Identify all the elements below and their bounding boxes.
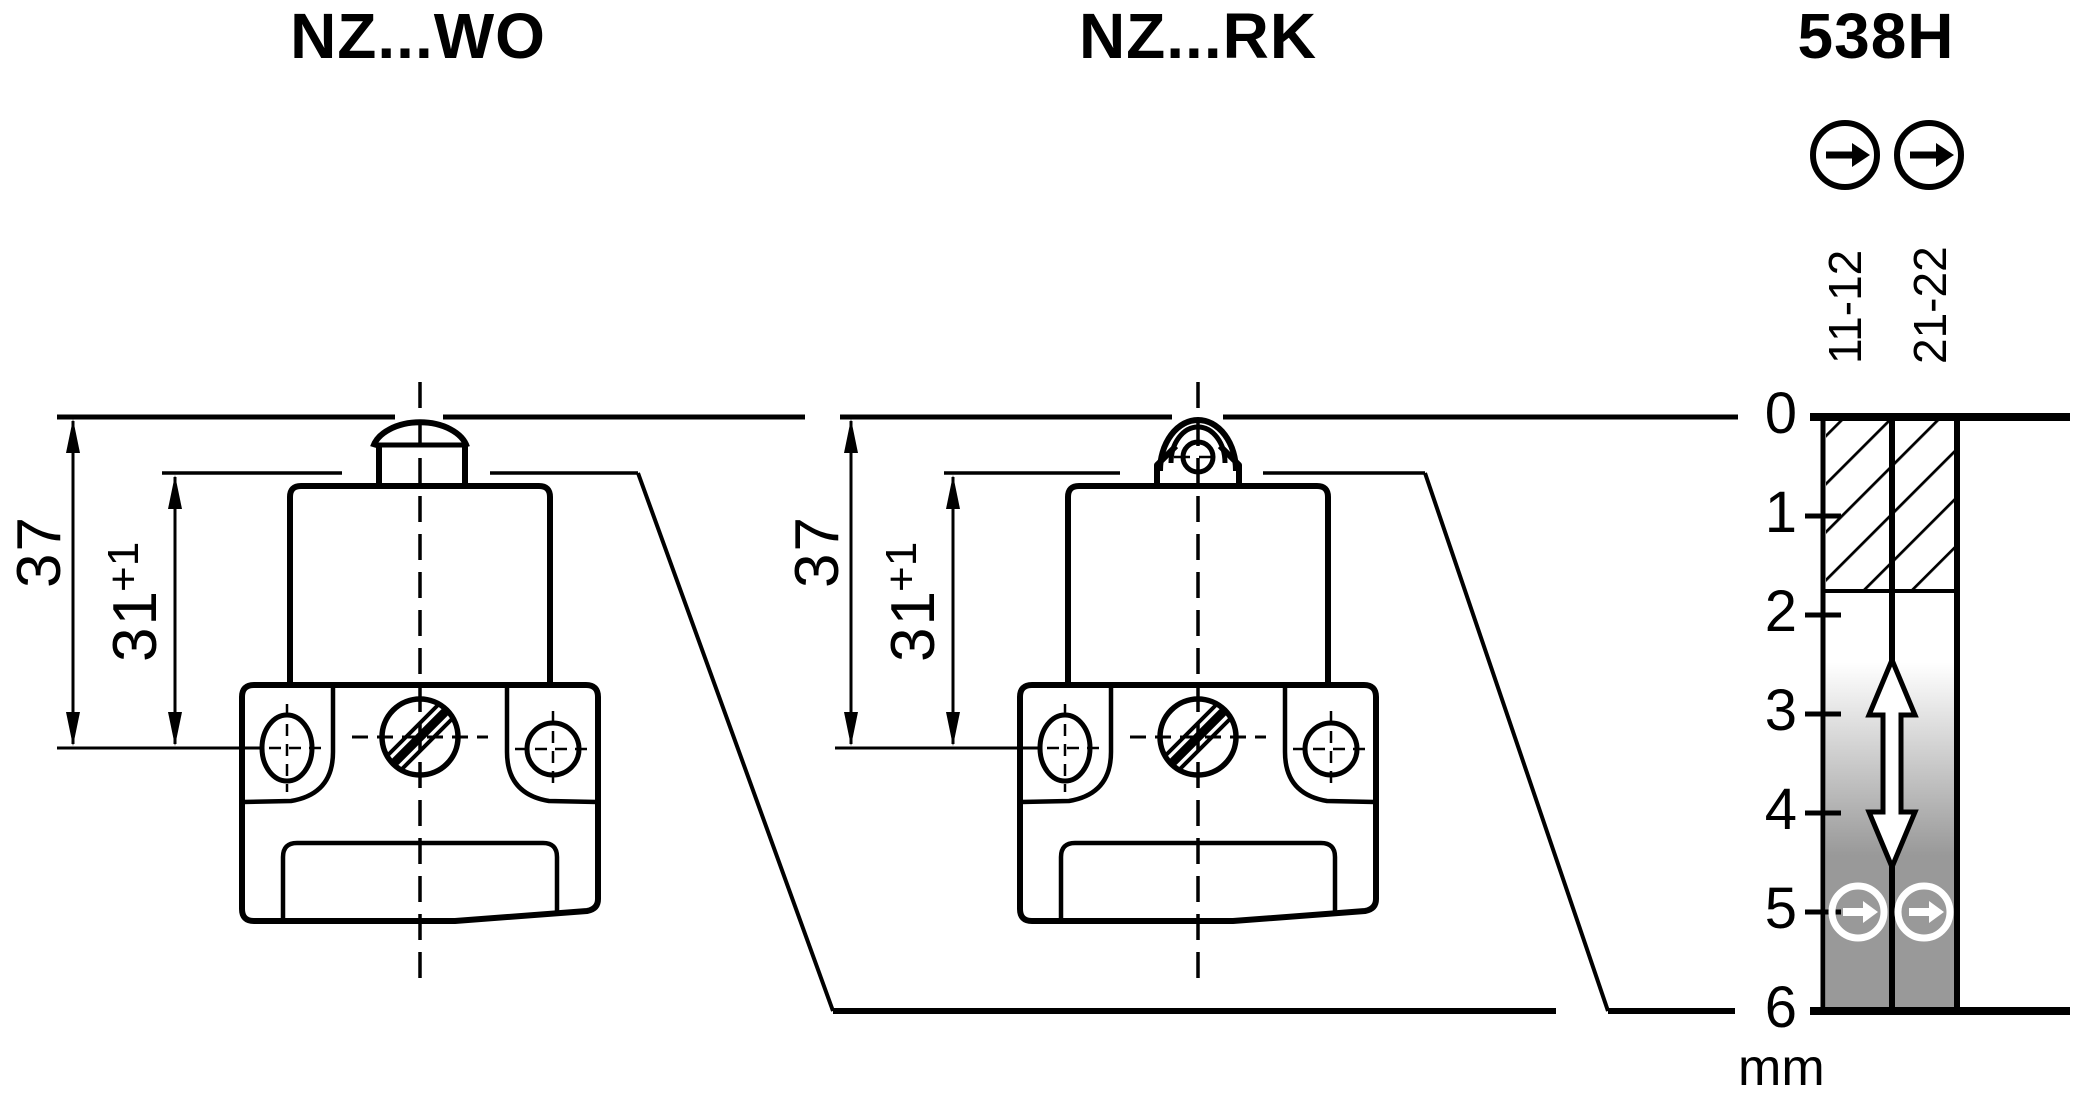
- dimension-37-text: 37: [783, 515, 852, 588]
- scale-tick-label: 4: [1765, 777, 1797, 842]
- switch-nz-wo-drawing: 37 31 +1: [5, 382, 598, 988]
- title-538h: 538H: [1798, 0, 1955, 72]
- contact-label-text: 21-22: [1904, 246, 1956, 364]
- roller-plunger: [1154, 417, 1242, 486]
- contact-label-text: 11-12: [1819, 250, 1871, 364]
- dimension-travel-label: 31 +1: [99, 542, 170, 662]
- title-nz-rk: NZ...RK: [1079, 0, 1317, 72]
- travel-gradient-column-right: [1895, 591, 1954, 1010]
- circle-arrow-icon-top-right: [1894, 120, 1964, 190]
- scale-tick-label: 5: [1765, 876, 1797, 941]
- dimension-tolerance-text: +1: [99, 542, 148, 592]
- dimension-37-text: 37: [5, 515, 74, 588]
- contact-label-21-22: 21-22: [1904, 246, 1956, 364]
- switch-nz-rk-drawing: 37 31 +1: [783, 382, 1376, 988]
- unit-label: mm: [1738, 1039, 1825, 1097]
- dimension-tolerance-text: +1: [877, 542, 926, 592]
- travel-gradient-column-left: [1826, 591, 1889, 1010]
- scale-tick-label: 1: [1765, 480, 1797, 545]
- circle-arrow-icon-top-left: [1810, 120, 1880, 190]
- dimension-total-label: 37: [5, 515, 74, 588]
- circle-arrow-icon-gray-left: [1828, 882, 1888, 942]
- scale-tick-label: 3: [1765, 678, 1797, 743]
- dimension-total-label: 37: [783, 515, 852, 588]
- contact-closed-hatch-left: [1826, 421, 1889, 589]
- scale-ticks: [1805, 513, 1841, 915]
- travel-diagram: 0 1 2 3 4 5 6 mm: [1738, 120, 2070, 1097]
- dimension-travel-label: 31 +1: [877, 542, 948, 662]
- projection-diagonal: [636, 472, 835, 1012]
- scale-tick-label: 6: [1765, 975, 1797, 1040]
- dome-plunger: [370, 419, 470, 486]
- scale-tick-label: 2: [1765, 579, 1797, 644]
- circle-arrow-icon-gray-right: [1894, 882, 1954, 942]
- scale-tick-label: 0: [1765, 381, 1797, 446]
- dimension-arrows: [833, 417, 1043, 750]
- dimension-31-text: 31: [879, 589, 948, 662]
- travel-direction-double-arrow-icon: [1865, 653, 1919, 874]
- contact-label-11-12: 11-12: [1819, 250, 1871, 364]
- dimension-31-text: 31: [101, 589, 170, 662]
- title-nz-wo: NZ...WO: [290, 0, 546, 72]
- dimension-arrows: [55, 417, 265, 750]
- reference-lines: [57, 414, 1738, 1014]
- projection-diagonal: [1423, 472, 1610, 1012]
- contact-closed-hatch-right: [1895, 421, 1954, 589]
